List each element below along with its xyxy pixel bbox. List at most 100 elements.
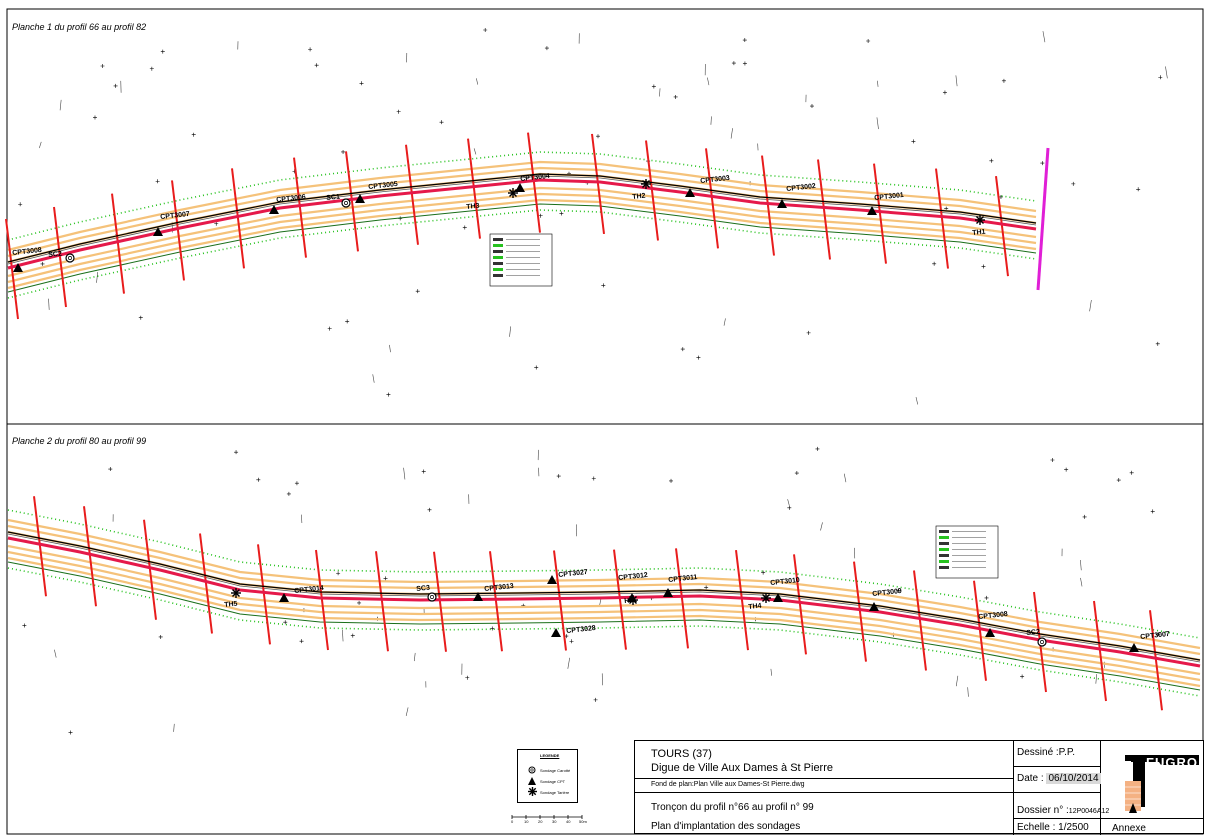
plus-mark bbox=[1116, 478, 1121, 483]
road-edge-line bbox=[7, 166, 1037, 258]
star-stroke bbox=[762, 594, 770, 602]
profile-line bbox=[33, 496, 47, 597]
carotte-marker-icon bbox=[427, 592, 437, 602]
cpt-marker-icon bbox=[515, 183, 525, 192]
plus-mark bbox=[327, 326, 332, 331]
tick-mark bbox=[820, 522, 823, 531]
carotte-marker-inner bbox=[68, 256, 72, 260]
project-text: Digue de Ville Aux Dames à St Pierre bbox=[651, 762, 833, 774]
plus-mark bbox=[556, 474, 561, 479]
cpt-marker-icon bbox=[685, 188, 695, 197]
mini-legend-swatch bbox=[939, 560, 949, 563]
tick-mark bbox=[413, 652, 416, 662]
plus-mark bbox=[40, 261, 45, 266]
cpt-marker-icon bbox=[153, 227, 163, 236]
sondage-label: CPT3008 bbox=[12, 246, 43, 257]
profile-line bbox=[527, 132, 541, 233]
legend-star-icon bbox=[528, 787, 537, 796]
profile-line bbox=[873, 163, 887, 264]
plus-mark bbox=[138, 315, 143, 320]
panel-1-plan bbox=[5, 132, 1050, 579]
scale-text: Echelle : 1/2500 bbox=[1017, 822, 1089, 833]
panel-2-label: Planche 2 du profil 80 au profil 99 bbox=[12, 436, 147, 446]
plus-mark bbox=[815, 446, 820, 451]
plus-mark bbox=[149, 66, 154, 71]
scale-tick: 40 bbox=[566, 819, 571, 824]
tick-mark bbox=[723, 318, 726, 326]
plus-mark bbox=[593, 697, 598, 702]
tick-mark bbox=[173, 723, 175, 732]
dyke-crest-line bbox=[7, 531, 1201, 661]
cpt-marker-icon bbox=[551, 628, 561, 637]
road-edge-line bbox=[7, 544, 1201, 676]
profile-line bbox=[345, 151, 359, 252]
tick-mark bbox=[567, 657, 570, 669]
plus-mark bbox=[998, 194, 1003, 199]
carotte-marker-inner bbox=[1040, 640, 1044, 644]
tariere-marker-icon bbox=[975, 215, 985, 225]
mini-legend-swatch bbox=[493, 244, 503, 247]
mini-legend-swatch bbox=[939, 554, 949, 557]
plus-mark bbox=[256, 477, 261, 482]
plus-mark bbox=[283, 620, 288, 625]
cpt-marker-icon bbox=[777, 199, 787, 208]
vegetation-band-bottom bbox=[7, 209, 1037, 299]
date-label: Date : bbox=[1017, 773, 1047, 784]
tick-mark bbox=[403, 467, 406, 480]
profile-line bbox=[913, 570, 927, 671]
profile-line bbox=[853, 561, 867, 662]
tick-mark bbox=[659, 88, 661, 97]
mini-legend-swatch bbox=[939, 566, 949, 569]
plus-mark bbox=[1155, 341, 1160, 346]
plus-mark bbox=[341, 149, 346, 154]
plus-mark bbox=[299, 639, 304, 644]
plus-mark bbox=[1064, 467, 1069, 472]
legend-item-cpt: Sondage CPT bbox=[540, 779, 566, 784]
plus-mark bbox=[1020, 674, 1025, 679]
mini-legend-swatch bbox=[939, 536, 949, 539]
plus-mark bbox=[234, 450, 239, 455]
plus-mark bbox=[559, 211, 564, 216]
dossier-label: Dossier n° : bbox=[1017, 805, 1069, 816]
plus-mark bbox=[396, 109, 401, 114]
sondage-label: TH2 bbox=[632, 192, 646, 201]
plus-mark bbox=[591, 476, 596, 481]
sondage-label: CPT3027 bbox=[558, 568, 589, 579]
cpt-marker-icon bbox=[867, 206, 877, 215]
plus-mark bbox=[68, 730, 73, 735]
scale-tick: 10 bbox=[524, 819, 529, 824]
sondage-label: CPT3007 bbox=[160, 210, 191, 221]
plus-mark bbox=[981, 264, 986, 269]
plus-mark bbox=[809, 104, 814, 109]
star-stroke bbox=[509, 189, 517, 197]
profile-line bbox=[257, 544, 271, 645]
profile-line bbox=[231, 168, 245, 269]
star-stroke bbox=[629, 596, 637, 604]
dyke-toe-line bbox=[7, 561, 1201, 691]
tick-mark bbox=[1080, 559, 1082, 571]
plus-mark bbox=[113, 83, 118, 88]
star-stroke bbox=[642, 180, 650, 188]
legend-title: LEGENDE bbox=[540, 753, 560, 758]
tick-mark bbox=[877, 80, 879, 87]
legend-triangle-icon bbox=[528, 777, 536, 785]
profile-line bbox=[5, 218, 19, 320]
legend-item-tariere: Sondage Tarière bbox=[540, 790, 570, 795]
plus-mark bbox=[787, 505, 792, 510]
scale-tick: 50m bbox=[579, 819, 587, 824]
mini-legend-swatch bbox=[493, 274, 503, 277]
plus-mark bbox=[731, 61, 736, 66]
scale-tick: 0 bbox=[511, 819, 514, 824]
section-text: Tronçon du profil n°66 au profil n° 99 bbox=[651, 802, 814, 813]
tick-mark bbox=[1080, 577, 1083, 587]
profile-line bbox=[53, 206, 67, 308]
tick-mark bbox=[342, 629, 344, 642]
mini-legend-swatch bbox=[939, 542, 949, 545]
tick-mark bbox=[54, 649, 57, 658]
mini-legend-swatch bbox=[493, 256, 503, 259]
plus-mark bbox=[308, 47, 313, 52]
dyke-crest-line bbox=[7, 173, 1037, 263]
plus-mark bbox=[483, 28, 488, 33]
location-text: TOURS (37) bbox=[651, 748, 712, 760]
